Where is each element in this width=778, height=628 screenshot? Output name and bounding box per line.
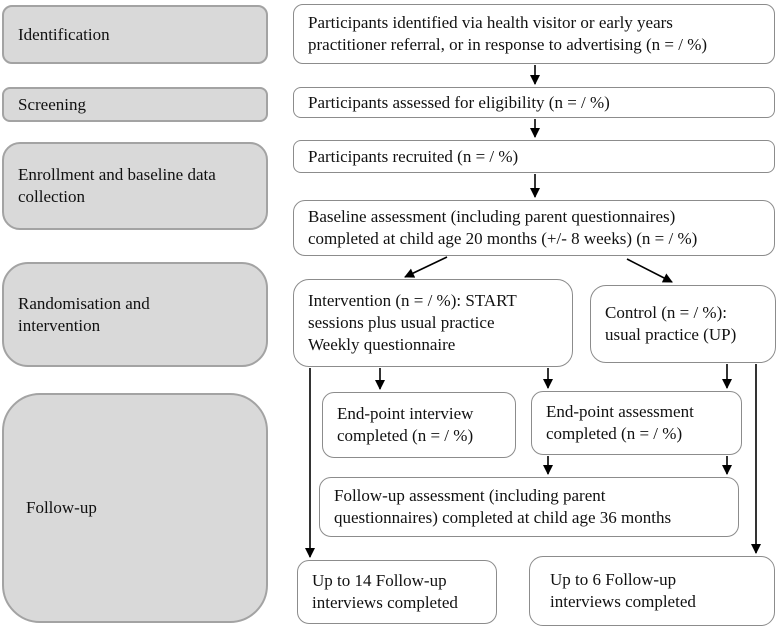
stage-identification: Identification [2, 5, 268, 64]
stage-screening: Screening [2, 87, 268, 122]
arrow-baseline-to-control [626, 258, 673, 283]
flow-box-followup-assessment: Follow-up assessment (including parent q… [319, 477, 739, 537]
flow-box-control-arm: Control (n = / %): usual practice (UP) [590, 285, 776, 363]
flow-box-baseline-assessment: Baseline assessment (including parent qu… [293, 200, 775, 256]
flow-box-intervention-arm: Intervention (n = / %): START sessions p… [293, 279, 573, 367]
flow-box-endpoint-interview: End-point interview completed (n = / %) [322, 392, 516, 458]
arrow-baseline-to-intervention [404, 256, 448, 278]
flow-box-participants-recruited: Participants recruited (n = / %) [293, 140, 775, 173]
flow-box-participants-identified: Participants identified via health visit… [293, 4, 775, 64]
flow-box-followup-6-interviews: Up to 6 Follow-up interviews completed [529, 556, 775, 626]
stage-follow-up: Follow-up [2, 393, 268, 623]
stage-randomisation-intervention: Randomisation and intervention [2, 262, 268, 367]
stage-enrollment-baseline: Enrollment and baseline data collection [2, 142, 268, 230]
flow-box-assessed-eligibility: Participants assessed for eligibility (n… [293, 87, 775, 118]
flow-box-endpoint-assessment: End-point assessment completed (n = / %) [531, 391, 742, 455]
flow-box-followup-14-interviews: Up to 14 Follow-up interviews completed [297, 560, 497, 624]
